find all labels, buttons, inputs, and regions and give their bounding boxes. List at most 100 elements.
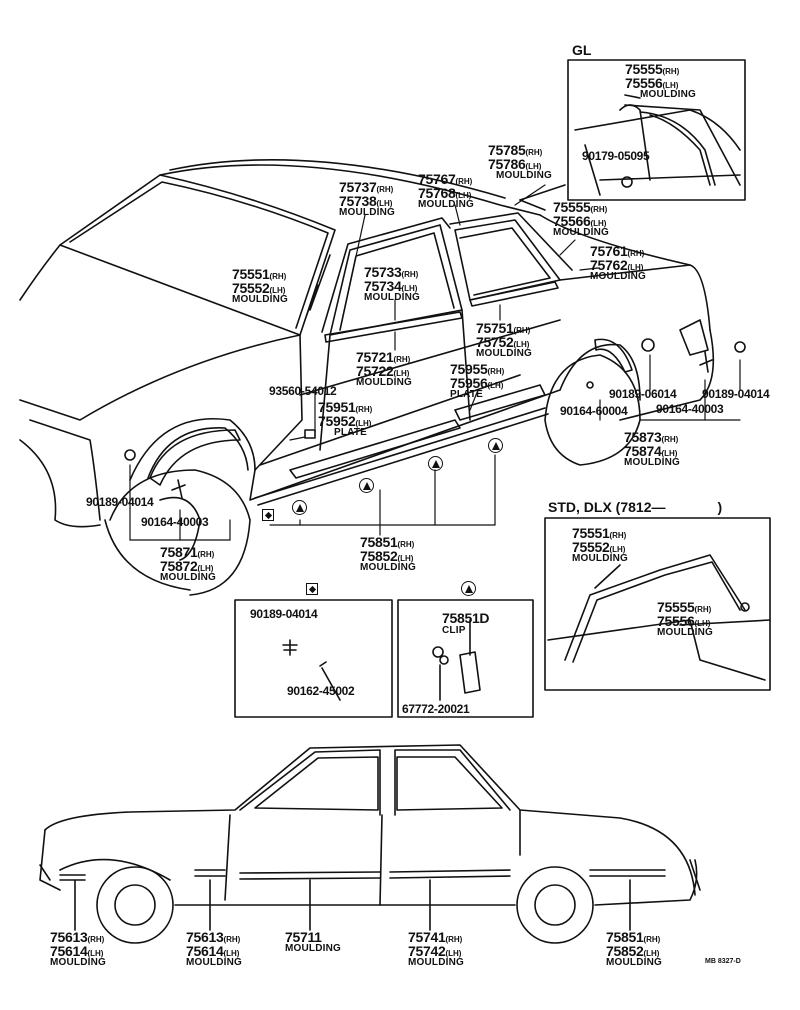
callout-75952: 75952(LH): [318, 413, 372, 429]
callout-90189-04014-right: 90189-04014: [702, 387, 770, 401]
callout-75752: 75752(LH): [476, 334, 530, 350]
std-dlx-inset-drawing: [547, 554, 771, 681]
callout-75566: 75566(LH): [553, 213, 607, 229]
moulding-label: MOULDING: [496, 170, 553, 181]
bottom-car-drawing: [39, 744, 701, 944]
moulding-label: MOULDING: [186, 957, 243, 968]
callout-90189-06014: 90189-06014: [609, 387, 677, 401]
callout-75614-b: 75614(LH): [186, 943, 240, 959]
callout-75551: 75551(RH): [232, 266, 287, 282]
callout-75722: 75722(LH): [356, 363, 410, 379]
std-dlx-inset-box: [544, 517, 771, 691]
callout-75734: 75734(LH): [364, 278, 418, 294]
triangle-symbol: [488, 438, 503, 453]
callout-75555-std: 75555(RH): [657, 599, 712, 615]
callout-90179-05095: 90179-05095: [582, 149, 650, 163]
callout-75851D: 75851D: [442, 610, 490, 626]
triangle-symbol: [292, 500, 307, 515]
clip-label: CLIP: [442, 625, 466, 636]
moulding-label: MOULDING: [360, 562, 417, 573]
callout-75872: 75872(LH): [160, 558, 214, 574]
moulding-label: MOULDING: [657, 627, 714, 638]
callout-75721: 75721(RH): [356, 349, 411, 365]
moulding-label: MOULDING: [590, 271, 647, 282]
callout-75851: 75851(RH): [360, 534, 415, 550]
gl-inset-box: [567, 59, 746, 201]
moulding-label: MOULDING: [572, 553, 629, 564]
callout-90164-40003-left: 90164-40003: [141, 515, 209, 529]
moulding-label: MOULDING: [50, 957, 107, 968]
moulding-label: MOULDING: [606, 957, 663, 968]
callout-75552: 75552(LH): [232, 280, 286, 296]
moulding-label: MOULDING: [285, 943, 342, 954]
moulding-label: MOULDING: [476, 348, 533, 359]
callout-75873: 75873(RH): [624, 429, 679, 445]
main-car-drawing: [19, 159, 746, 596]
detail-box-screw: [234, 599, 393, 718]
diamond-symbol: [262, 509, 274, 521]
callout-75874: 75874(LH): [624, 443, 678, 459]
moulding-label: MOULDING: [339, 207, 396, 218]
callout-75955: 75955(RH): [450, 361, 505, 377]
callout-75741: 75741(RH): [408, 929, 463, 945]
callout-90164-40003-right: 90164-40003: [656, 402, 724, 416]
callout-75871: 75871(RH): [160, 544, 215, 560]
callout-75733: 75733(RH): [364, 264, 419, 280]
callout-90164-60004: 90164-60004: [560, 404, 628, 418]
callout-75551-std: 75551(RH): [572, 525, 627, 541]
triangle-symbol: [428, 456, 443, 471]
moulding-label: MOULDING: [624, 457, 681, 468]
moulding-label: MOULDING: [418, 199, 475, 210]
callout-75613-b: 75613(RH): [186, 929, 241, 945]
callout-75761: 75761(RH): [590, 243, 645, 259]
callout-75556-gl: 75556(LH): [625, 75, 679, 91]
leader-lines: [129, 184, 741, 541]
callout-75552-std: 75552(LH): [572, 539, 626, 555]
callout-75852-bottom: 75852(LH): [606, 943, 660, 959]
callout-75852: 75852(LH): [360, 548, 414, 564]
moulding-label: MOULDING: [356, 377, 413, 388]
callout-75737: 75737(RH): [339, 179, 394, 195]
callout-90189-04014-detail: 90189-04014: [250, 607, 318, 621]
moulding-label: MOULDING: [640, 89, 697, 100]
callout-75751: 75751(RH): [476, 320, 531, 336]
detail-screw-drawing: [282, 639, 341, 701]
triangle-symbol: [359, 478, 374, 493]
plate-label: PLATE: [450, 389, 484, 400]
callout-75556-std: 75556(LH): [657, 613, 711, 629]
moulding-label: MOULDING: [408, 957, 465, 968]
callout-75711: 75711: [285, 929, 322, 945]
gl-inset-drawing: [574, 94, 741, 196]
callout-75956: 75956(LH): [450, 375, 504, 391]
callout-75768: 75768(LH): [418, 185, 472, 201]
callout-93560-54012: 93560-54012: [269, 384, 337, 398]
callout-75767: 75767(RH): [418, 171, 473, 187]
detail-box-clip: [397, 599, 534, 718]
callout-67772-20021: 67772-20021: [402, 702, 470, 716]
callout-75555-gl: 75555(RH): [625, 61, 680, 77]
callout-90189-04014-left: 90189-04014: [86, 495, 154, 509]
callout-90162-45002: 90162-45002: [287, 684, 355, 698]
diamond-symbol: [306, 583, 318, 595]
callout-75614-a: 75614(LH): [50, 943, 104, 959]
callout-75785: 75785(RH): [488, 142, 543, 158]
moulding-label: MOULDING: [553, 227, 610, 238]
moulding-label: MOULDING: [232, 294, 289, 305]
callout-75951: 75951(RH): [318, 399, 373, 415]
callout-75762: 75762(LH): [590, 257, 644, 273]
callout-75613-a: 75613(RH): [50, 929, 105, 945]
moulding-label: MOULDING: [160, 572, 217, 583]
drawing-code: MB 8327-D: [705, 958, 741, 965]
triangle-symbol: [461, 581, 476, 596]
callout-75742: 75742(LH): [408, 943, 462, 959]
callout-75786: 75786(LH): [488, 156, 542, 172]
plate-label: PLATE: [334, 427, 368, 438]
gl-header: GL: [572, 42, 592, 58]
detail-clip-drawing: [432, 619, 481, 701]
callout-75738: 75738(LH): [339, 193, 393, 209]
std-dlx-header: STD, DLX (7812—): [548, 499, 723, 515]
moulding-label: MOULDING: [364, 292, 421, 303]
callout-75565: 75555(RH): [553, 199, 608, 215]
callout-75851-bottom: 75851(RH): [606, 929, 661, 945]
